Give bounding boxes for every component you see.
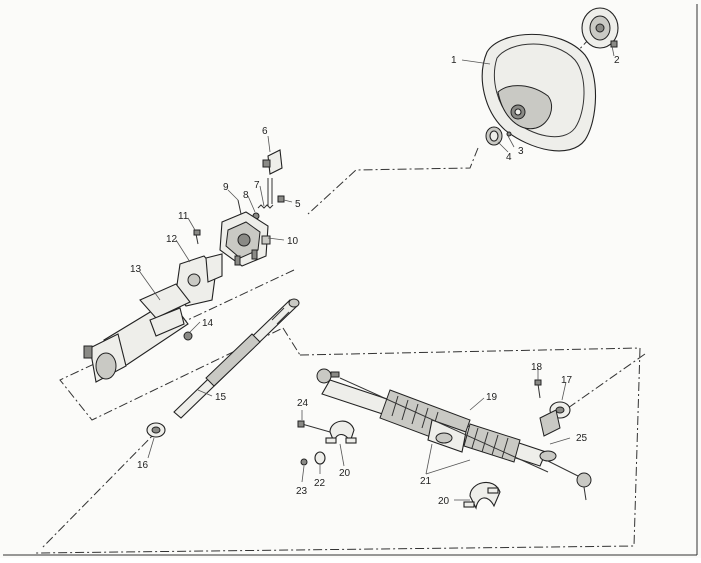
pinion-axis-line — [567, 353, 646, 409]
callout-23: 23 — [296, 486, 308, 497]
nut-14 — [183, 331, 193, 341]
callout-20-lower: 20 — [438, 496, 450, 507]
nut-23 — [300, 458, 308, 466]
bolt-24 — [301, 423, 331, 433]
wheel-nut — [485, 126, 503, 146]
contact-plate — [262, 149, 283, 175]
tie-rod-lower — [339, 377, 549, 473]
callout-4: 4 — [506, 152, 512, 163]
phantom-top-rack — [299, 347, 641, 356]
leader-lines — [139, 45, 615, 501]
callout-15: 15 — [215, 392, 227, 403]
column-lock-housing — [219, 211, 271, 267]
mount-clamp-lower — [463, 481, 501, 510]
callout-labels: 1 2 3 4 5 6 7 8 9 10 11 12 13 14 15 16 1… — [130, 55, 620, 507]
callout-3: 3 — [518, 146, 524, 157]
callout-21: 21 — [420, 476, 432, 487]
callout-17: 17 — [561, 375, 573, 386]
column-phantom-boundary — [59, 269, 295, 421]
callout-2: 2 — [614, 55, 620, 66]
bolt-11 — [195, 233, 199, 245]
wheel-washer — [506, 131, 512, 137]
washer-22 — [314, 451, 326, 465]
tie-rod-left — [316, 368, 340, 384]
callout-11: 11 — [178, 211, 189, 222]
callout-25: 25 — [576, 433, 588, 444]
callout-18: 18 — [531, 362, 543, 373]
callout-9: 9 — [223, 182, 229, 193]
callout-20-upper: 20 — [339, 468, 351, 479]
callout-12: 12 — [166, 234, 178, 245]
mount-bushing-left — [435, 432, 453, 444]
bolt-24-head — [297, 420, 305, 428]
column-bracket — [175, 253, 223, 307]
horn-pad — [581, 7, 619, 49]
shaft-axis-line — [41, 427, 161, 549]
rack-phantom-boundary — [35, 347, 641, 554]
screw-9 — [237, 199, 242, 215]
callout-10: 10 — [287, 236, 299, 247]
mount-clamp-upper — [325, 420, 357, 444]
callout-16: 16 — [137, 460, 149, 471]
bolt-18 — [537, 383, 541, 399]
callout-5: 5 — [295, 199, 301, 210]
mount-bushing-right — [539, 450, 557, 462]
steering-shaft — [173, 298, 300, 419]
callout-6: 6 — [262, 126, 268, 137]
callout-24: 24 — [297, 398, 309, 409]
column-tube — [83, 283, 191, 383]
callout-7: 7 — [254, 180, 260, 191]
bolt-11-head — [193, 229, 201, 236]
shaft-joint — [146, 422, 166, 438]
bolt-18-head — [534, 379, 542, 386]
steering-wheel — [481, 33, 597, 152]
column-axis-line — [307, 147, 479, 215]
small-screw-5 — [277, 195, 285, 203]
spring-7 — [257, 204, 274, 209]
callout-22: 22 — [314, 478, 326, 489]
callout-14: 14 — [202, 318, 214, 329]
rack-housing — [321, 379, 547, 467]
pinion-valve — [539, 401, 571, 437]
callout-19: 19 — [486, 392, 498, 403]
callout-8: 8 — [243, 190, 249, 201]
tie-rod-right — [545, 459, 592, 501]
phantom-link — [282, 327, 301, 356]
callout-13: 13 — [130, 264, 142, 275]
callout-1: 1 — [451, 55, 457, 66]
